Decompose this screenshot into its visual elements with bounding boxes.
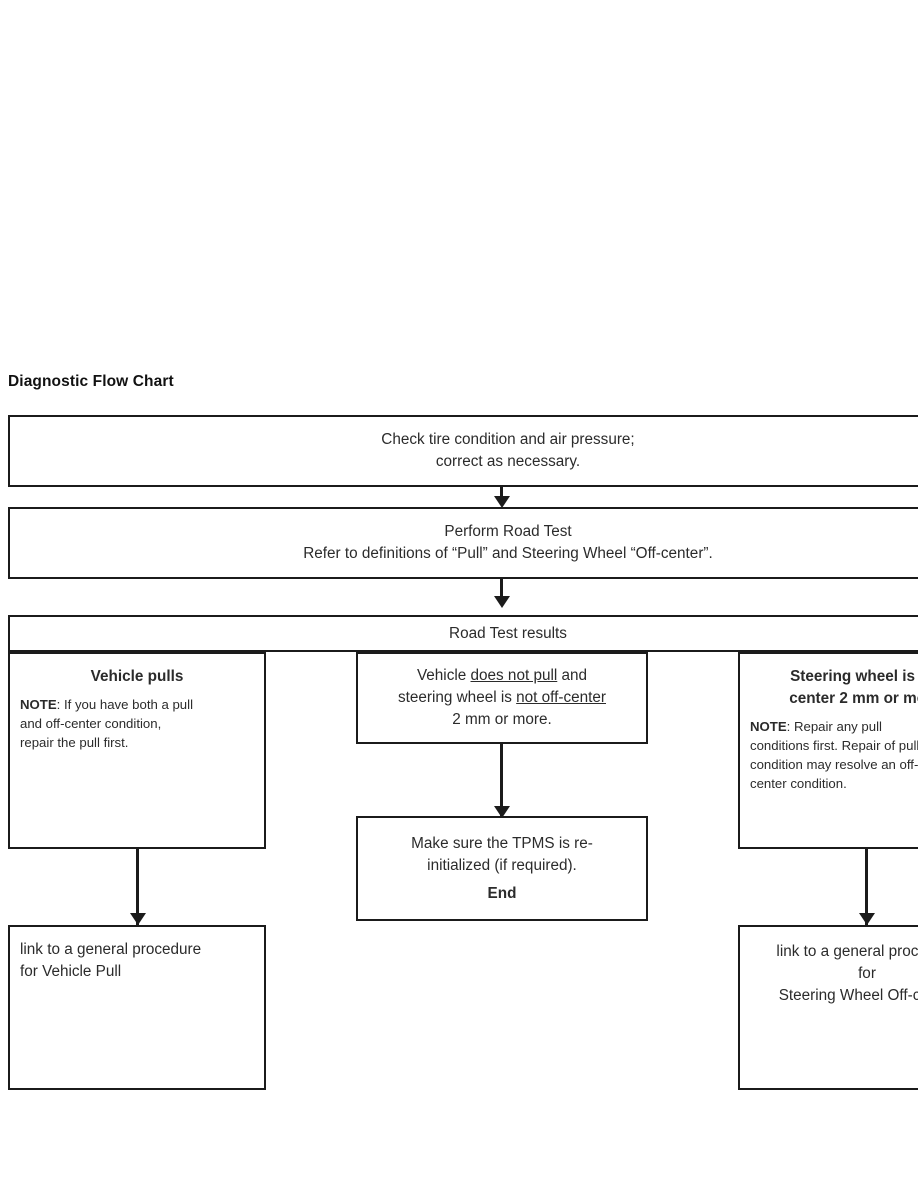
connector-nopull-to-tpms-stem [500, 744, 503, 816]
no-pull-line-2: steering wheel is not off-center [368, 687, 636, 709]
note-label: NOTE [20, 697, 57, 712]
check-tire-line-2: correct as necessary. [435, 453, 581, 470]
note-line-2: and off-center condition, [20, 716, 162, 731]
vehicle-pulls-note: NOTE: If you have both a pull [20, 695, 254, 714]
road-test-line-1: Perform Road Test [444, 523, 572, 540]
road-test-results-header: Road Test results [8, 615, 918, 652]
check-tire-condition-box: Check tire condition and air pressure; c… [8, 415, 918, 487]
connector-pull-to-link-arrow [130, 913, 146, 925]
no-pull-line-1b: and [557, 667, 588, 684]
perform-road-test-box: Perform Road Test Refer to definitions o… [8, 507, 918, 579]
tpms-reinitialize-end-box: Make sure the TPMS is re- initialized (i… [356, 816, 648, 921]
note-line-1: : If you have both a pull [56, 697, 194, 712]
link-vehicle-pull-line-1: link to a general procedure [20, 941, 202, 958]
connector-roadtest-to-results-arrow [494, 596, 510, 608]
vehicle-pulls-branch: Vehicle pulls NOTE: If you have both a p… [8, 652, 266, 849]
offcenter-note-line-4: center condition. [750, 776, 847, 791]
offcenter-heading-line-1: Steering wheel is off- [790, 668, 918, 685]
no-pull-line-1: Vehicle does not pull and [368, 665, 636, 687]
no-pull-line-3: 2 mm or more. [452, 711, 552, 728]
connector-nopull-to-tpms-arrow [494, 806, 510, 818]
vehicle-pulls-heading: Vehicle pulls [90, 668, 184, 685]
link-vehicle-pull-procedure-box[interactable]: link to a general procedure for Vehicle … [8, 925, 266, 1090]
offcenter-note: NOTE: Repair any pull [750, 717, 918, 736]
spacer [20, 688, 254, 695]
note-label: NOTE [750, 719, 787, 734]
end-label: End [487, 884, 517, 902]
check-tire-line-1: Check tire condition and air pressure; [381, 431, 635, 448]
road-test-results-label: Road Test results [449, 624, 567, 642]
no-pull-line-2-underlined: not off-center [516, 689, 607, 706]
connector-offcenter-to-link-stem [865, 849, 868, 925]
page-title: Diagnostic Flow Chart [8, 373, 174, 390]
tpms-line-2: initialized (if required). [427, 856, 577, 874]
connector-roadtest-to-results-stem [500, 579, 503, 603]
tpms-line-1: Make sure the TPMS is re- [411, 834, 593, 852]
connector-pull-to-link-stem [136, 849, 139, 925]
steering-wheel-offcenter-branch: Steering wheel is off- center 2 mm or mo… [738, 652, 918, 849]
offcenter-note-line-1: : Repair any pull [786, 719, 882, 734]
connector-offcenter-to-link-arrow [859, 913, 875, 925]
link-offcenter-line-1: link to a general procedure [776, 943, 918, 960]
link-steering-wheel-offcenter-procedure-box[interactable]: link to a general procedure for Steering… [738, 925, 918, 1090]
link-vehicle-pull-line-2: for Vehicle Pull [20, 963, 122, 980]
offcenter-heading-line-2: center 2 mm or more. [789, 690, 918, 707]
no-pull-line-1a: Vehicle [416, 667, 471, 684]
link-offcenter-line-2: for [858, 965, 876, 982]
offcenter-note-line-2: conditions first. Repair of pull [750, 738, 918, 753]
note-line-3: repair the pull first. [20, 735, 129, 750]
connector-check-to-roadtest-arrow [494, 496, 510, 508]
road-test-line-2: Refer to definitions of “Pull” and Steer… [303, 545, 713, 562]
connector-check-to-roadtest-stem [500, 487, 503, 503]
no-pull-no-offcenter-branch: Vehicle does not pull and steering wheel… [356, 652, 648, 744]
spacer [750, 710, 918, 717]
no-pull-line-1-underlined: does not pull [470, 667, 558, 684]
no-pull-line-2a: steering wheel is [397, 689, 517, 706]
link-offcenter-line-3: Steering Wheel Off-center [778, 987, 918, 1004]
offcenter-note-line-3: condition may resolve an off- [750, 757, 918, 772]
